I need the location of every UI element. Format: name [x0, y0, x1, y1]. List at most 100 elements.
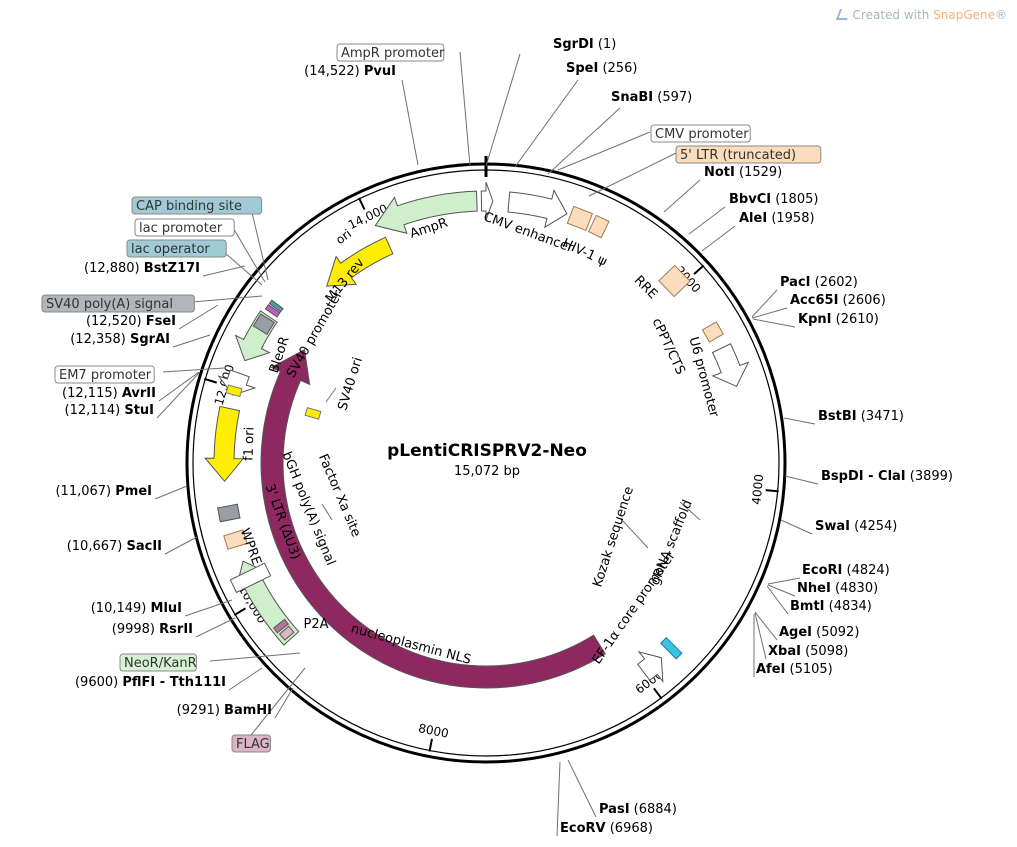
box-label-em7-promoter: EM7 promoter	[54, 365, 155, 384]
feature-label-p2a: P2A	[303, 617, 328, 632]
3-ltr-box	[223, 529, 248, 550]
tick-mark-14000	[358, 197, 366, 211]
site-position: (1)	[598, 37, 616, 52]
leader-bspdi-clai	[784, 475, 819, 485]
site-name: FseI	[146, 314, 176, 329]
plasmid-length: 15,072 bp	[454, 464, 520, 479]
plasmid-title: pLentiCRISPRV2-Neo 15,072 bp	[387, 441, 587, 479]
site-name: AgeI	[779, 625, 812, 640]
site-noti: NotI (1529)	[704, 165, 782, 180]
leader-alei	[701, 225, 736, 252]
site-bmti: BmtI (4834)	[790, 599, 872, 614]
site-name: PmeI	[115, 484, 152, 499]
site-name: BbvCI	[729, 192, 771, 207]
site-bamhi: (9291) BamHI	[177, 703, 272, 718]
tick-mark-4000	[765, 489, 779, 493]
site-sacii: (10,667) SacII	[67, 539, 162, 554]
site-nhei: NheI (4830)	[797, 581, 878, 596]
plasmid-name: pLentiCRISPRV2-Neo	[387, 441, 587, 461]
feature-label-cppt-cts: cPPT/CTS	[649, 316, 688, 377]
box-label-bg	[231, 734, 271, 753]
leader-avrii	[158, 371, 200, 402]
site-position: (9600)	[75, 675, 118, 690]
backbone	[185, 156, 787, 764]
leader-bmti	[766, 585, 789, 615]
flag-box	[278, 625, 295, 641]
site-position: (12,114)	[65, 403, 121, 418]
box-label-bg	[119, 653, 197, 672]
leader-fsei	[178, 304, 219, 330]
site-bspdi-clai: BspDI - ClaI (3899)	[821, 469, 953, 484]
site-position: (9291)	[177, 703, 220, 718]
site-pasi: PasI (6884)	[599, 802, 677, 817]
tick-mark-6000	[653, 687, 663, 700]
leader-sv40-poly-a-signal	[191, 295, 263, 303]
box-label-ampr-promoter: AmpR promoter	[336, 43, 445, 62]
site-position: (12,880)	[84, 261, 140, 276]
ampr-promoter-arrow	[480, 181, 494, 221]
hiv1-psi-box-a	[566, 205, 594, 232]
cppt-cts-box	[701, 321, 725, 343]
tick-label-4000: 4000	[749, 473, 766, 505]
site-bstz17i: (12,880) BstZ17I	[84, 261, 200, 276]
ori-arrow	[326, 236, 394, 287]
site-agei: AgeI (5092)	[779, 625, 859, 640]
u6-promoter-arrow	[711, 343, 750, 388]
leader-cap-binding-site	[249, 203, 269, 281]
box-label-text: AmpR promoter	[341, 46, 445, 61]
site-bstbi: BstBI (3471)	[818, 409, 904, 424]
leader-nhei	[767, 584, 796, 597]
site-name: PvuI	[364, 64, 396, 79]
snapgene-watermark: Created with SnapGene®	[835, 8, 1007, 22]
site-name: BspDI - ClaI	[821, 469, 906, 484]
site-name: PasI	[599, 802, 630, 817]
site-name: EcoRV	[560, 821, 606, 836]
leader-paci	[751, 289, 778, 318]
site-position: (2606)	[843, 293, 886, 308]
site-position: (5092)	[816, 625, 859, 640]
leader-swai	[780, 519, 813, 535]
box-label-cap-binding-site: CAP binding site	[131, 196, 263, 215]
leader-agei	[754, 611, 778, 641]
box-label-text: NeoR/KanR	[124, 656, 197, 671]
tick-mark-10000	[233, 607, 247, 616]
site-position: (9998)	[112, 622, 155, 637]
box-label-bg	[675, 145, 822, 164]
site-name: SwaI	[815, 519, 850, 534]
site-sgrdi: SgrDI (1)	[553, 37, 616, 52]
site-name: BstBI	[818, 409, 857, 424]
rre-box	[658, 264, 691, 298]
box-label-5-ltr-truncated: 5' LTR (truncated)	[675, 145, 822, 164]
site-rsrii: (9998) RsrII	[112, 622, 193, 637]
leader-snabi	[547, 107, 621, 175]
site-position: (3899)	[910, 469, 953, 484]
leader-pvui	[401, 79, 419, 166]
cmv-enhancer-arrow	[507, 188, 568, 229]
site-position: (256)	[602, 61, 637, 76]
box-label-bg	[54, 365, 155, 384]
site-position: (1529)	[739, 165, 782, 180]
leader-neor-kanr	[209, 652, 301, 662]
box-label-text: SV40 poly(A) signal	[46, 297, 173, 312]
leader-ecori	[767, 577, 801, 585]
tick-label-8000: 8000	[417, 721, 450, 741]
feature-label-grna-scaffold: gRNA scaffold	[648, 498, 696, 588]
site-acc65i: Acc65I (2606)	[790, 293, 886, 308]
site-position: (12,358)	[70, 332, 126, 347]
site-name: SgrDI	[553, 37, 594, 52]
site-position: (1958)	[771, 211, 814, 226]
site-position: (10,149)	[91, 601, 147, 616]
site-name: EcoRI	[802, 563, 842, 578]
site-position: (14,522)	[304, 64, 360, 79]
ef1a-promoter-arrow	[636, 650, 664, 683]
site-position: (5098)	[805, 644, 848, 659]
feature-label-sv40-promoter: SV40 promoter	[284, 287, 346, 380]
m13-mark	[268, 299, 284, 313]
leader-sgrai	[172, 334, 211, 348]
site-position: (11,067)	[55, 484, 111, 499]
leader-ampr-promoter	[459, 51, 471, 167]
box-label-text: FLAG	[236, 737, 270, 752]
leader-pflfi-tth111i	[228, 667, 263, 691]
leader-kpni	[752, 318, 796, 328]
